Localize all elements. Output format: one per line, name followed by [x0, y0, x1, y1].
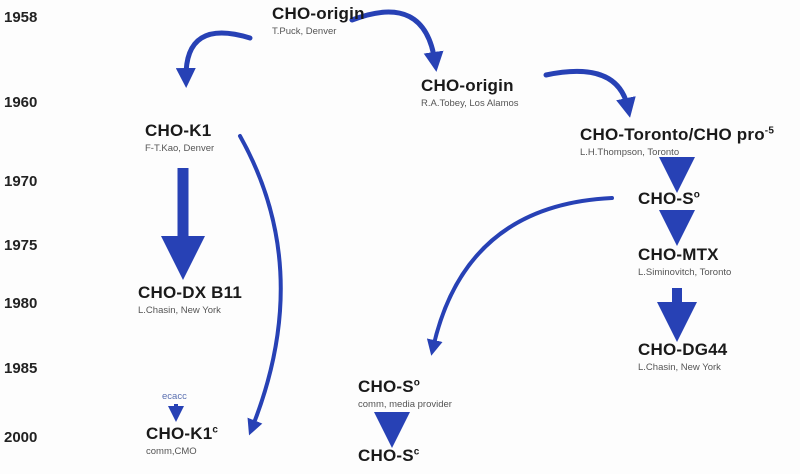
year-label: 1985	[4, 360, 38, 377]
node-cho-k1c: CHO-K1c comm,CMO	[146, 424, 218, 457]
year-label: 1960	[4, 94, 38, 111]
node-cho-dg44: CHO-DG44 L.Chasin, New York	[638, 340, 727, 373]
node-cho-s0: CHO-So	[638, 189, 700, 209]
node-title: CHO-Toronto/CHO pro-5	[580, 125, 774, 145]
node-subtitle: L.Chasin, New York	[138, 305, 221, 316]
node-title-text: CHO-S	[638, 189, 694, 208]
node-title: CHO-DG44	[638, 340, 728, 359]
node-title: CHO-origin	[421, 76, 514, 95]
node-subtitle: comm,CMO	[146, 446, 197, 457]
year-label: 1970	[4, 173, 38, 190]
node-title: CHO-K1c	[146, 424, 218, 444]
node-title-text: CHO-Toronto/CHO pro	[580, 125, 765, 144]
curved-arrow-origin-to-tobey	[349, 9, 444, 72]
node-subtitle: R.A.Tobey, Los Alamos	[421, 98, 519, 109]
node-title: CHO-So	[358, 377, 452, 397]
node-subtitle: L.Chasin, New York	[638, 362, 721, 373]
year-label: 2000	[4, 429, 38, 446]
node-superscript: c	[212, 424, 219, 436]
node-cho-s0-comm: CHO-So comm, media provider	[358, 377, 452, 410]
node-cho-k1: CHO-K1 F-T.Kao, Denver	[145, 121, 214, 154]
year-label: 1958	[4, 9, 38, 26]
node-subtitle: L.H.Thompson, Toronto	[580, 147, 680, 158]
node-title-text: CHO-K1	[146, 424, 213, 443]
node-cho-origin-tobey: CHO-origin R.A.Tobey, Los Alamos	[421, 76, 519, 109]
node-subtitle: L.Siminovitch, Toronto	[638, 267, 732, 278]
node-cho-sc: CHO-Sc	[358, 446, 420, 466]
node-title: CHO-DX B11	[138, 283, 243, 302]
node-ecacc: ecacc	[162, 389, 187, 402]
node-title: CHO-So	[638, 189, 700, 209]
year-label: 1975	[4, 237, 38, 254]
node-superscript: o	[693, 189, 701, 201]
node-title: CHO-K1	[145, 121, 212, 140]
node-subtitle: T.Puck, Denver	[272, 26, 337, 37]
node-title: CHO-MTX	[638, 245, 719, 264]
node-subtitle: F-T.Kao, Denver	[145, 143, 215, 154]
node-cho-toronto: CHO-Toronto/CHO pro-5 L.H.Thompson, Toro…	[580, 125, 774, 158]
node-title: CHO-Sc	[358, 446, 420, 466]
node-title-text: CHO-S	[358, 446, 414, 465]
ecacc-label: ecacc	[162, 391, 187, 402]
node-cho-origin-puck: CHO-origin T.Puck, Denver	[272, 4, 365, 37]
curved-arrow-tobey-to-toronto	[543, 69, 636, 118]
node-superscript: o	[413, 377, 421, 389]
node-subtitle: comm, media provider	[358, 399, 452, 410]
curved-arrow-k1-to-k1c	[238, 134, 283, 436]
curved-arrow-s0-to-s0comm	[426, 196, 614, 356]
node-title-text: CHO-S	[358, 377, 414, 396]
node-title: CHO-origin	[272, 4, 365, 23]
year-label: 1980	[4, 295, 38, 312]
node-superscript: -5	[764, 125, 775, 137]
curved-arrow-origin-to-k1	[175, 30, 253, 88]
node-cho-dxb11: CHO-DX B11 L.Chasin, New York	[138, 283, 242, 316]
node-superscript: c	[413, 446, 420, 458]
node-cho-mtx: CHO-MTX L.Siminovitch, Toronto	[638, 245, 731, 278]
